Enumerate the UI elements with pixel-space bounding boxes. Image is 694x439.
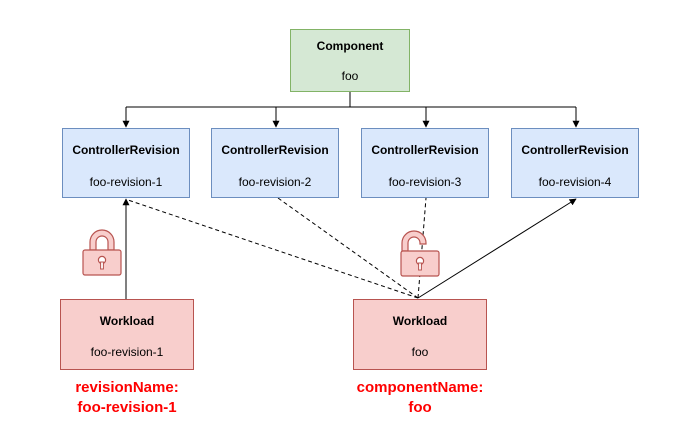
revision-name: foo-revision-3 <box>388 175 462 189</box>
component-to-revisions-connector <box>122 92 580 128</box>
revision-name: foo-revision-4 <box>538 175 612 189</box>
component-name-annotation: componentName: foo <box>335 378 505 418</box>
annotation-value: foo <box>408 399 432 416</box>
revision-title: ControllerRevision <box>72 143 180 157</box>
revision-name: foo-revision-2 <box>238 175 312 189</box>
workload-name: foo-revision-1 <box>90 345 164 359</box>
workload-foo-dashed-links <box>127 197 427 299</box>
annotation-key: componentName: <box>356 379 484 396</box>
revision-name: foo-revision-1 <box>89 175 163 189</box>
revision-title: ControllerRevision <box>521 143 629 157</box>
lock-icon <box>82 229 122 276</box>
workload-box-foo: Workload foo <box>353 299 487 370</box>
workload-title: Workload <box>392 314 448 328</box>
workload-foo-to-revision-4-arrow <box>417 198 577 299</box>
revision-title: ControllerRevision <box>221 143 329 157</box>
workload-box-revision-1: Workload foo-revision-1 <box>60 299 194 370</box>
component-box: Component foo <box>290 29 410 92</box>
controller-revision-box-2: ControllerRevision foo-revision-2 <box>211 128 339 198</box>
lock-icon <box>400 230 440 277</box>
component-title: Component <box>316 39 384 53</box>
component-name: foo <box>341 69 359 83</box>
controller-revision-box-4: ControllerRevision foo-revision-4 <box>511 128 639 198</box>
revision-name-annotation: revisionName: foo-revision-1 <box>47 378 207 418</box>
workload-name: foo <box>411 345 429 359</box>
controller-revision-box-1: ControllerRevision foo-revision-1 <box>62 128 190 198</box>
annotation-key: revisionName: <box>75 379 179 396</box>
controller-revision-box-3: ControllerRevision foo-revision-3 <box>361 128 489 198</box>
annotation-value: foo-revision-1 <box>77 399 177 416</box>
revision-title: ControllerRevision <box>371 143 479 157</box>
workload-title: Workload <box>99 314 155 328</box>
